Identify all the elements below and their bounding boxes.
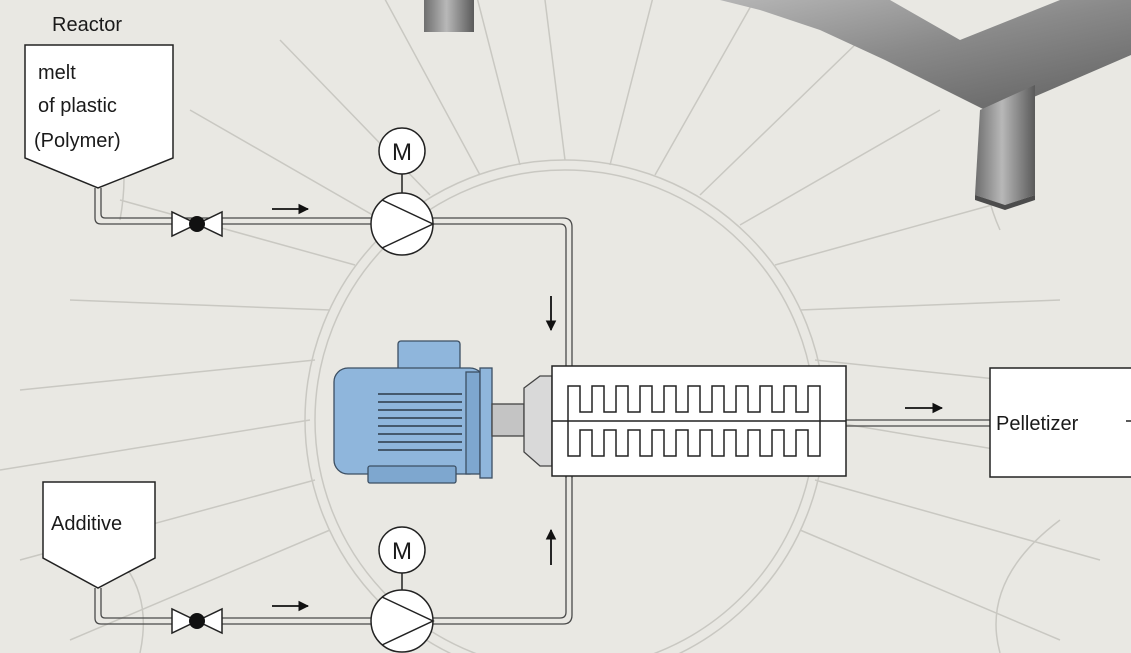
metal-frame-illustration xyxy=(424,0,1131,210)
electric-motor xyxy=(334,341,492,483)
static-mixer-body xyxy=(552,366,846,476)
valve-top xyxy=(172,212,222,236)
reactor-title: Reactor xyxy=(52,14,122,36)
reactor-content-line2: of plastic xyxy=(38,95,117,117)
reactor-content-line3: (Polymer) xyxy=(34,130,121,152)
valve-bottom xyxy=(172,609,222,633)
additive-tank xyxy=(43,482,155,588)
motor-shaft-coupling xyxy=(492,376,552,466)
pelletizer-label: Pelletizer xyxy=(996,413,1079,435)
pump-bottom xyxy=(371,573,433,652)
pump-top xyxy=(371,174,433,255)
pump-motor-top-label: M xyxy=(392,139,412,166)
reactor-content-line1: melt xyxy=(38,62,76,84)
additive-label: Additive xyxy=(51,513,122,535)
pump-motor-bottom-label: M xyxy=(392,538,412,565)
